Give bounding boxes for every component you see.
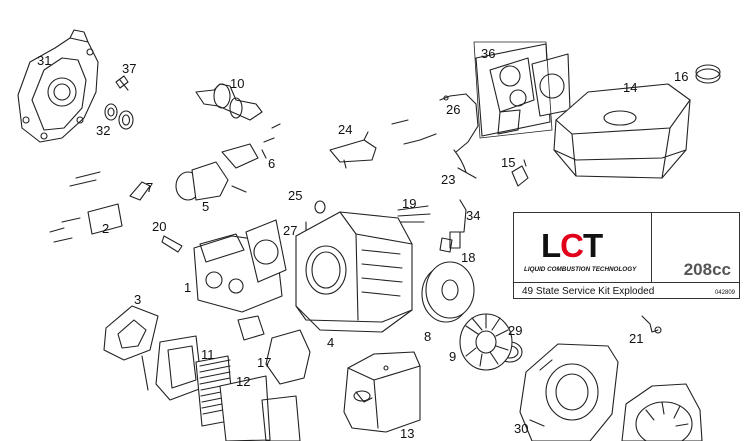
callout-29: 29 — [508, 323, 523, 338]
part-3-gasket — [103, 305, 159, 361]
callout-30: 30 — [514, 421, 529, 436]
callout-24: 24 — [338, 122, 353, 137]
part-7-rocker — [69, 171, 151, 201]
part-21-wire — [641, 315, 662, 334]
part-6-bolts — [261, 123, 281, 159]
part-23-fuel-line — [453, 149, 477, 179]
brand-logo-cell: LCT LIQUID COMBUSTION TECHNOLOGY — [514, 213, 652, 283]
engine-size-cell: 208cc — [652, 213, 739, 283]
callout-32: 32 — [96, 123, 111, 138]
kit-title-block: LCT LIQUID COMBUSTION TECHNOLOGY 208cc 4… — [513, 212, 740, 299]
part-4-engine-block — [295, 211, 413, 333]
brand-tagline: LIQUID COMBUSTION TECHNOLOGY — [524, 266, 637, 273]
part-5-piston — [175, 143, 259, 201]
callout-26: 26 — [446, 102, 461, 117]
callout-20: 20 — [152, 219, 167, 234]
callout-12: 12 — [236, 374, 251, 389]
callout-36: 36 — [481, 46, 496, 61]
callout-2: 2 — [102, 221, 110, 236]
part-17-carburetor — [237, 315, 311, 385]
callout-15: 15 — [501, 155, 516, 170]
callout-5: 5 — [202, 199, 210, 214]
part-recoil-starter — [621, 383, 703, 441]
callout-6: 6 — [268, 156, 276, 171]
part-2-valve-parts — [49, 203, 123, 243]
part-25-seal — [314, 200, 326, 214]
part-18-plug-cap — [439, 237, 453, 253]
callout-34: 34 — [466, 208, 481, 223]
part-13-muffler — [343, 351, 421, 433]
part-9-fan — [459, 313, 513, 371]
part-20-spark-plug — [161, 235, 183, 253]
callout-11: 11 — [201, 347, 215, 362]
part-8-flywheel — [421, 261, 475, 323]
logo-letter-c: C — [560, 227, 584, 264]
callout-25: 25 — [288, 188, 303, 203]
part-37-plug — [115, 75, 129, 91]
callout-8: 8 — [424, 329, 432, 344]
callout-1: 1 — [184, 280, 192, 295]
callout-23: 23 — [441, 172, 456, 187]
logo-letter-t: T — [583, 227, 603, 264]
callout-31: 31 — [37, 53, 52, 68]
part-10-crankshaft — [195, 83, 263, 121]
callout-10: 10 — [230, 76, 245, 91]
part-30-blower-housing — [519, 343, 619, 441]
callout-17: 17 — [257, 355, 272, 370]
part-1-cylinder-head — [193, 219, 287, 313]
logo-letter-l: L — [541, 227, 561, 264]
kit-title: 49 State Service Kit Exploded — [522, 286, 655, 297]
part-15-fuel-valve — [511, 159, 529, 187]
part-12-air-filter-element — [195, 355, 301, 441]
part-36-gasket-set — [475, 43, 571, 137]
callout-14: 14 — [623, 80, 638, 95]
part-32-seals — [104, 103, 134, 130]
part-26-cable — [439, 93, 479, 153]
callout-3: 3 — [134, 292, 142, 307]
part-24-bracket — [329, 119, 437, 169]
callout-19: 19 — [402, 196, 417, 211]
callout-21: 21 — [629, 331, 644, 346]
part-16-fuel-cap — [695, 64, 721, 84]
callout-7: 7 — [146, 180, 154, 195]
part-14-fuel-tank — [553, 83, 691, 179]
part-11-air-filter-base — [141, 335, 203, 401]
callout-37: 37 — [122, 61, 137, 76]
engine-size: 208cc — [683, 260, 731, 279]
part-19-wires — [397, 205, 431, 223]
part-31-crankcase-cover — [17, 29, 99, 143]
drawing-number: 042809 — [714, 290, 735, 296]
callout-18: 18 — [461, 250, 476, 265]
callout-16: 16 — [674, 69, 689, 84]
callout-13: 13 — [400, 426, 415, 441]
callout-27: 27 — [283, 223, 298, 238]
callout-4: 4 — [327, 335, 335, 350]
lct-logo: LCT — [541, 227, 603, 264]
callout-9: 9 — [449, 349, 457, 364]
